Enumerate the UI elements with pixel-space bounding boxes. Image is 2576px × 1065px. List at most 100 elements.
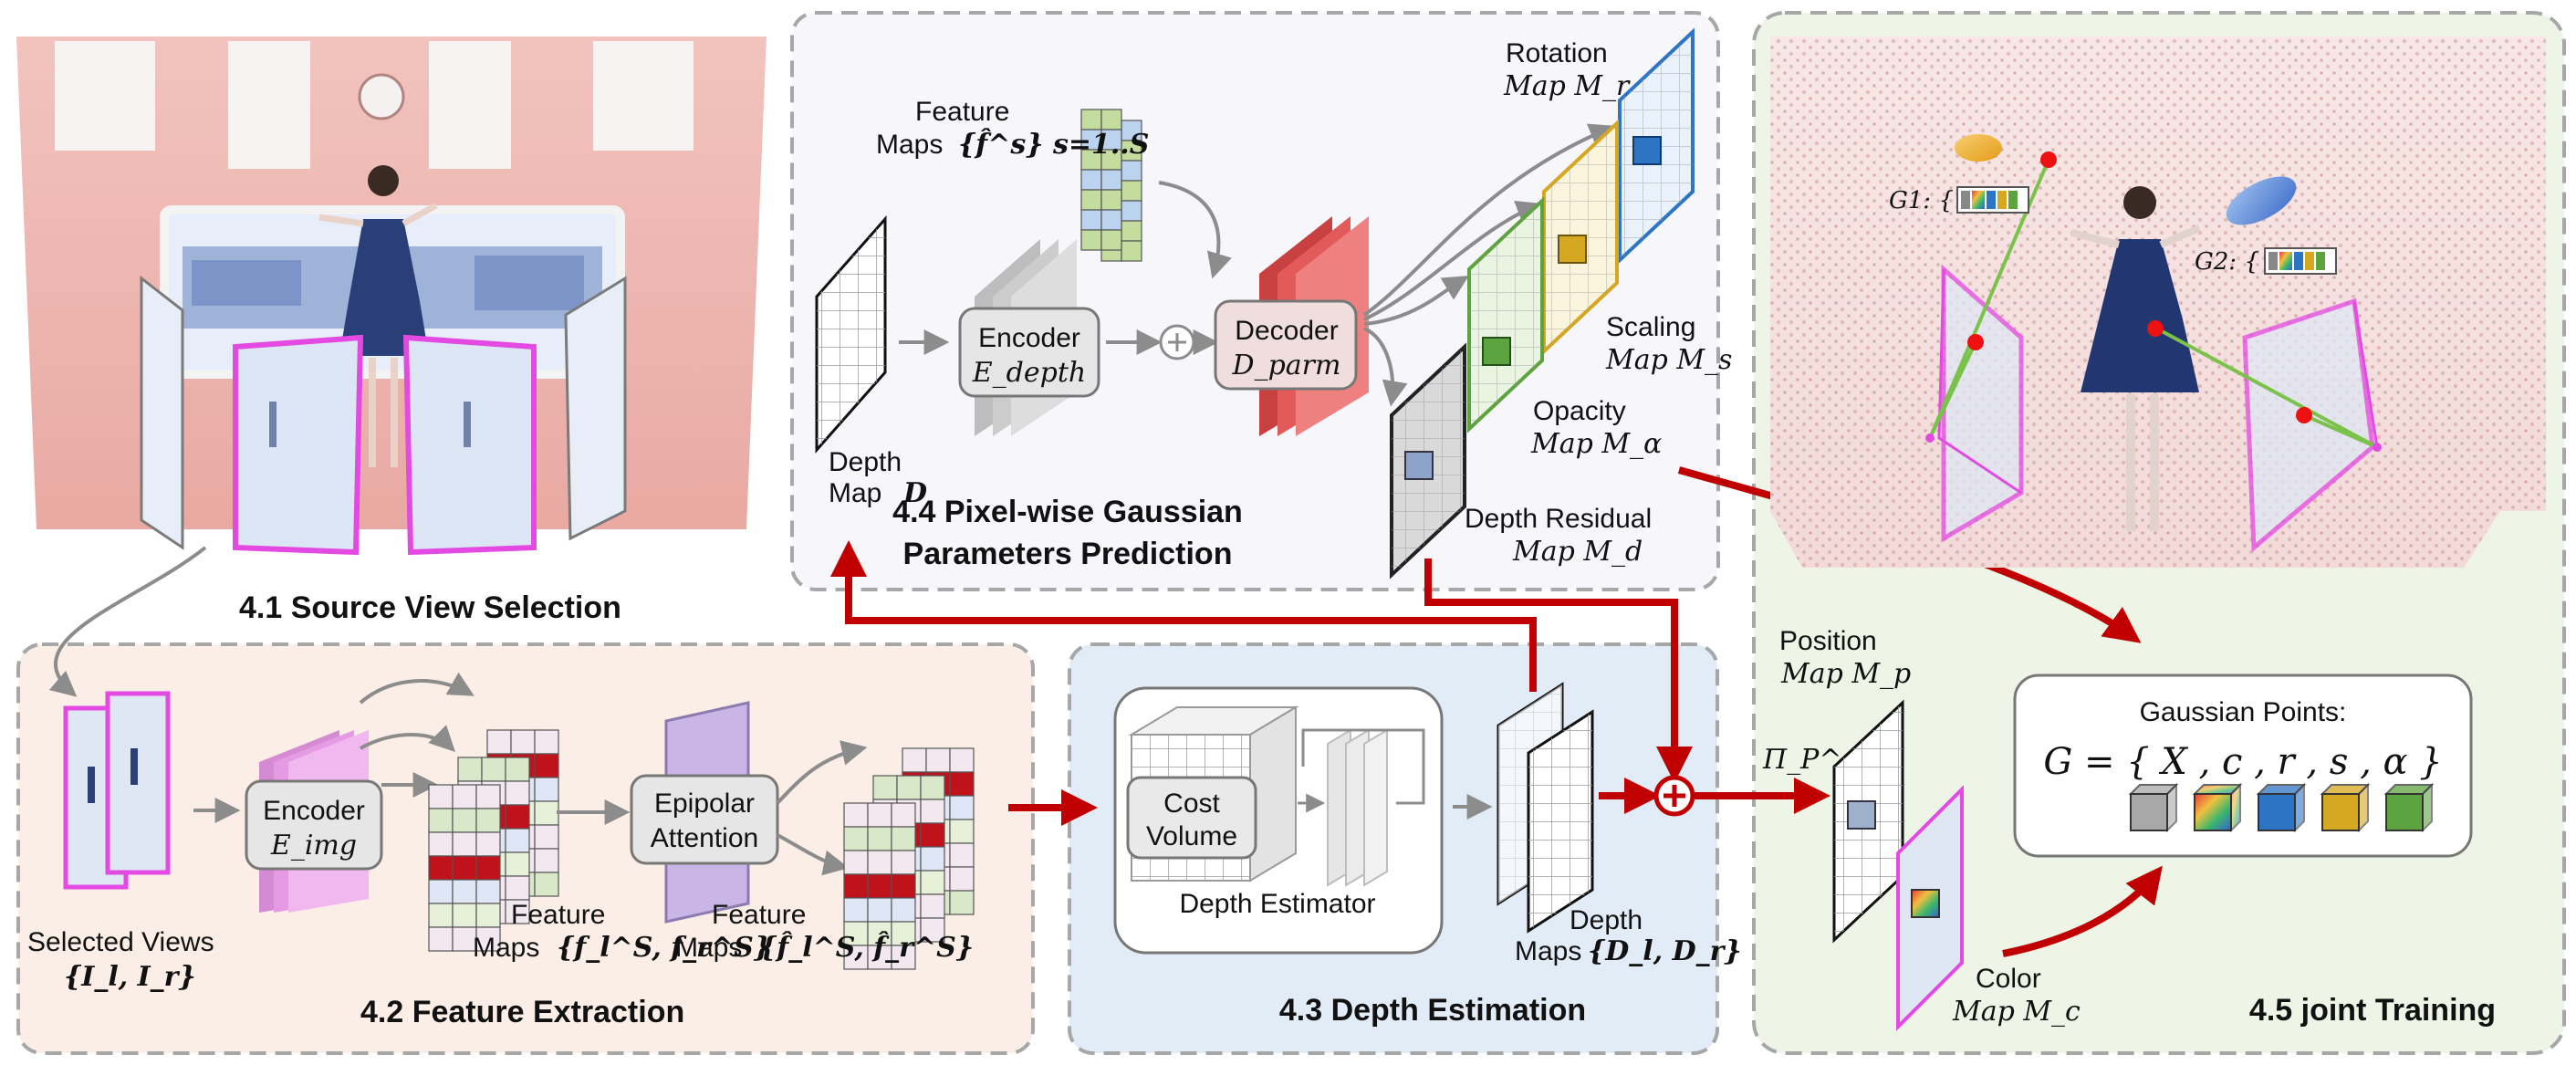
- feature-cell: [1121, 160, 1142, 182]
- feature-cell: [891, 897, 916, 923]
- camera-frustums-45: [1937, 264, 2379, 553]
- g2-attribute-strip: [2264, 247, 2337, 275]
- g1-label: G1: {: [1889, 187, 1954, 214]
- feature-cell: [920, 799, 945, 824]
- feature-cell: [486, 729, 512, 755]
- feature-cell: [925, 747, 951, 773]
- position-label: Position: [1779, 626, 1877, 656]
- feature-cell: [505, 804, 530, 830]
- feature-cell: [428, 855, 454, 881]
- feature-cell: [949, 842, 975, 868]
- section-44-title-2: Parameters Prediction: [903, 537, 1233, 571]
- encoder-depth-math: E_depth: [972, 357, 1086, 389]
- feature-cell: [1080, 169, 1102, 191]
- feature-cell: [1121, 180, 1142, 202]
- feature-cell: [872, 775, 898, 800]
- attribute-cube: [2192, 782, 2243, 833]
- feature-cell: [1100, 229, 1122, 251]
- depth-estimator-label: Depth Estimator: [1179, 889, 1375, 919]
- feature-cell: [534, 800, 559, 826]
- scaling-map: [1542, 119, 1619, 356]
- feature-maps-44-math: {f̂^s} s=1..S: [958, 129, 1149, 161]
- g2-label: G2: {: [2195, 248, 2259, 276]
- feature-cell: [1080, 209, 1102, 231]
- feature-maps-label: Feature: [511, 900, 605, 930]
- feature-cell: [510, 729, 536, 755]
- scaling-label: Scaling: [1606, 312, 1695, 342]
- feature-cell: [452, 855, 477, 881]
- feature-cell: [949, 819, 975, 844]
- feature-cell: [896, 775, 922, 800]
- depth-map-label2: Map: [829, 478, 881, 508]
- source-scene-image: [16, 37, 767, 529]
- feature-cell: [475, 879, 501, 904]
- feature-cell: [452, 808, 477, 833]
- feature-cell: [534, 753, 559, 778]
- feature-cell: [949, 866, 975, 892]
- feature-cell: [949, 795, 975, 820]
- encoder-depth-block: [958, 239, 1100, 436]
- feature-cell: [949, 890, 975, 915]
- opacity-label: Opacity: [1533, 396, 1626, 426]
- feature-cell: [1121, 200, 1142, 222]
- feature-cell: [1080, 229, 1102, 251]
- gaussian-attribute-cubes: [2128, 782, 2435, 833]
- feature-cell: [867, 826, 892, 851]
- arrow-dec-to-scaling: [1363, 200, 1543, 321]
- epipolar-label-1: Epipolar: [654, 788, 755, 819]
- color-math: Map M_c: [1952, 996, 2081, 1028]
- arrow-attn-to-refined-1: [776, 740, 868, 805]
- feature-cell: [505, 899, 530, 924]
- section-43-title: 4.3 Depth Estimation: [1279, 993, 1586, 1028]
- feature-cell: [891, 802, 916, 828]
- feature-cell: [457, 757, 483, 782]
- feature-cell: [891, 850, 916, 875]
- feature-cell: [867, 873, 892, 899]
- feature-cell: [428, 831, 454, 857]
- arrow-dec-to-rotation: [1362, 123, 1616, 317]
- section-42-title: 4.2 Feature Extraction: [360, 995, 684, 1029]
- feature-cell: [428, 903, 454, 928]
- rotation-map: [1618, 27, 1695, 265]
- depth-map-d: [815, 215, 887, 454]
- decoder-parm-block: [1214, 216, 1369, 436]
- rotation-label: Rotation: [1506, 38, 1608, 68]
- depth-maps-label: Depth: [1570, 905, 1643, 935]
- depth-maps-label2: Maps: [1515, 936, 1581, 966]
- arrow-depth-to-44: [830, 540, 1537, 692]
- cost-volume-cube: [1126, 705, 1299, 882]
- feature-cell: [452, 903, 477, 928]
- depth-map-label: Depth: [829, 447, 902, 477]
- rotation-math: Map M_r: [1503, 70, 1631, 102]
- feature-cell: [867, 897, 892, 923]
- arrow-feat-to-decoder: [1158, 181, 1232, 279]
- feature-cell: [452, 879, 477, 904]
- feature-cell: [949, 771, 975, 797]
- encoder-img-block: [245, 730, 383, 913]
- color-map: [1896, 785, 1964, 1031]
- selected-views-images: [63, 691, 171, 890]
- depth-map-math: D: [902, 477, 927, 509]
- feature-cell: [867, 850, 892, 875]
- color-label: Color: [1976, 964, 2041, 994]
- feature-cell: [475, 903, 501, 928]
- selected-views-math: {I_l, I_r}: [64, 961, 196, 993]
- feature-cell: [843, 850, 869, 875]
- feature-cell: [867, 802, 892, 828]
- gaussian-formula: G = { X , c , r , s , α }: [2043, 741, 2442, 783]
- attribute-cube: [2320, 782, 2371, 833]
- feature-cell: [949, 747, 975, 773]
- arrow-dec-to-residual: [1363, 327, 1408, 407]
- feature-cell: [1121, 220, 1142, 242]
- feature-cell: [867, 945, 892, 970]
- feature-cell: [475, 855, 501, 881]
- feature-maps-44-label2: Maps: [876, 130, 943, 160]
- depth-residual-map: [1390, 342, 1466, 579]
- feature-cell: [920, 822, 945, 848]
- feature-cell: [920, 775, 945, 800]
- encoder-depth-label: Encoder: [978, 323, 1080, 353]
- feature-cell: [920, 846, 945, 872]
- cost-volume-label-2: Volume: [1146, 821, 1237, 851]
- feature-maps-math: {f_l^S, f_r^S}: [557, 932, 771, 964]
